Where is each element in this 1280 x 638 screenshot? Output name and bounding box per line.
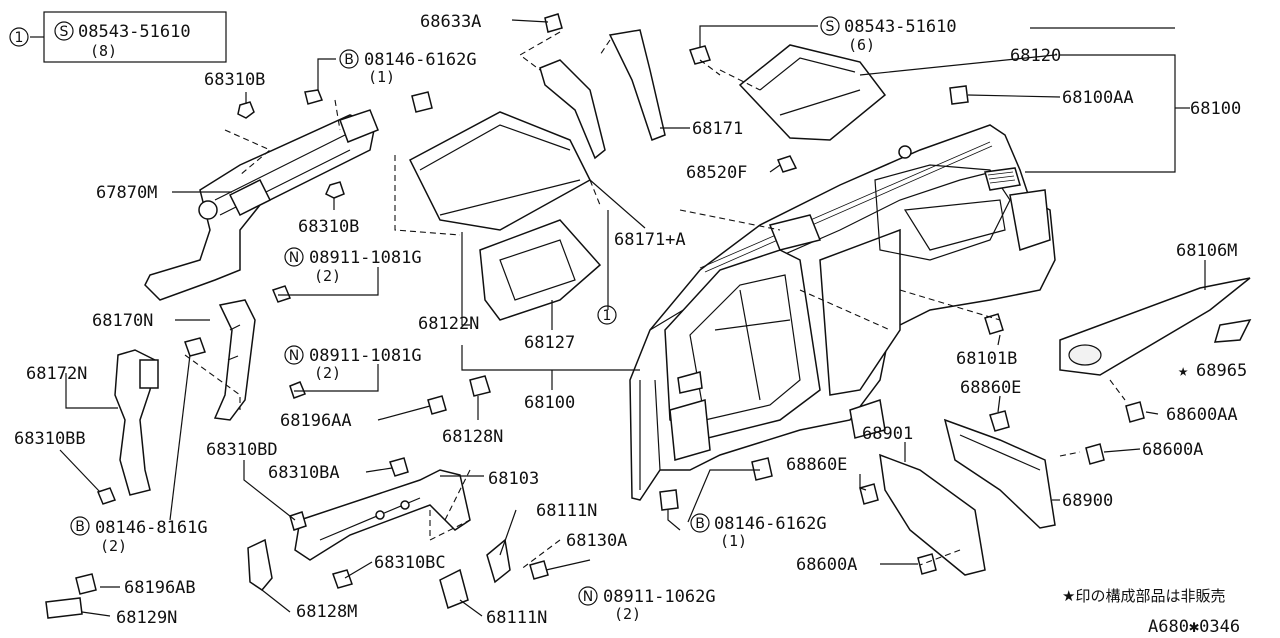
68103-bracket-drawing: [294, 469, 471, 561]
label-08146-6162G-bot: 08146-6162G: [714, 514, 827, 534]
label-68600AA: 68600AA: [1166, 405, 1238, 425]
label-08543-51610-box-qty: (8): [90, 42, 117, 60]
68901-cover-drawing: [879, 453, 986, 576]
label-68600A-bot: 68600A: [796, 555, 857, 575]
label-68196AA: 68196AA: [280, 411, 352, 431]
label-68100AA: 68100AA: [1062, 88, 1134, 108]
68106M-cover-drawing: [1059, 277, 1252, 376]
b-symbol-bottom: B: [695, 516, 705, 532]
s-symbol: S: [60, 24, 69, 40]
label-08543-51610-top-qty: (6): [848, 36, 875, 54]
label-08146-8161G-qty: (2): [100, 537, 127, 555]
label-68310BC: 68310BC: [374, 553, 446, 573]
n-symbol-a: N: [289, 250, 299, 266]
label-08911-1081G-b: 08911-1081G: [309, 346, 422, 366]
label-68965: 68965: [1196, 361, 1247, 381]
label-68103: 68103: [488, 469, 539, 489]
label-68100-center: 68100: [524, 393, 575, 413]
label-68901: 68901: [862, 424, 913, 444]
68122N-frame-drawing: [394, 111, 601, 236]
label-67870M: 67870M: [96, 183, 157, 203]
label-08146-6162G-top-qty: (1): [368, 68, 395, 86]
leader-lines: [30, 19, 1206, 617]
label-68600A-right: 68600A: [1142, 440, 1203, 460]
b-symbol-left: B: [75, 519, 85, 535]
label-68860E-mid: 68860E: [786, 455, 847, 475]
label-68633A: 68633A: [420, 12, 481, 32]
label-68127: 68127: [524, 333, 575, 353]
label-68310B-mid: 68310B: [298, 217, 359, 237]
label-68128N: 68128N: [442, 427, 503, 447]
label-08146-8161G: 08146-8161G: [95, 518, 208, 538]
label-68120: 68120: [1010, 46, 1061, 66]
label-68129N: 68129N: [116, 608, 177, 628]
label-68171A: 68171+A: [614, 230, 686, 250]
label-68171: 68171: [692, 119, 743, 139]
68900-cover-drawing: [943, 418, 1056, 529]
label-68101B: 68101B: [956, 349, 1017, 369]
label-08911-1081G-a: 08911-1081G: [309, 248, 422, 268]
label-08543-51610-box: 08543-51610: [78, 22, 191, 42]
label-68196AB: 68196AB: [124, 578, 196, 598]
68128M-bracket-drawing: [247, 538, 273, 591]
68111N-bracket-drawing: [439, 538, 511, 610]
label-68172N: 68172N: [26, 364, 87, 384]
label-08146-6162G-top: 08146-6162G: [364, 50, 477, 70]
label-68860E-top: 68860E: [960, 378, 1021, 398]
n-symbol-bottom: N: [583, 589, 593, 605]
label-68111N-top: 68111N: [536, 501, 597, 521]
68127-bracket-drawing: [479, 219, 602, 321]
label-68111N-bot: 68111N: [486, 608, 547, 628]
label-68130A: 68130A: [566, 531, 627, 551]
ref-number-circle-center: 1: [603, 308, 612, 324]
label-68170N: 68170N: [92, 311, 153, 331]
star-symbol: ★: [1178, 361, 1188, 381]
label-68900: 68900: [1062, 491, 1113, 511]
label-68128M: 68128M: [296, 602, 357, 622]
label-08911-1081G-b-qty: (2): [314, 364, 341, 382]
label-08911-1062G: 08911-1062G: [603, 587, 716, 607]
68170N-bracket-drawing: [213, 299, 256, 421]
label-68520F: 68520F: [686, 163, 747, 183]
fasteners: [45, 13, 1145, 619]
b-symbol-top: B: [344, 52, 354, 68]
label-68310B-top: 68310B: [204, 70, 265, 90]
label-68122N: 68122N: [418, 314, 479, 334]
label-68310BA: 68310BA: [268, 463, 340, 483]
68171-brace-drawing: [539, 29, 666, 160]
68120-bracket-drawing: [738, 44, 887, 141]
n-symbol-b: N: [289, 348, 299, 364]
instrument-panel-drawing: [629, 124, 1056, 501]
label-68310BD: 68310BD: [206, 440, 278, 460]
assembly-dashed-lines: [184, 31, 1126, 571]
steering-member-drawing: [144, 109, 379, 301]
ref-number-circle: 1: [15, 30, 24, 46]
diagram-code: A680✱0346: [1148, 617, 1240, 637]
label-08543-51610-top: 08543-51610: [844, 17, 957, 37]
s-symbol-top: S: [826, 19, 835, 35]
unsold-parts-note: ★印の構成部品は非販売: [1062, 587, 1225, 605]
label-68106M: 68106M: [1176, 241, 1237, 261]
label-08911-1081G-a-qty: (2): [314, 267, 341, 285]
label-68310BB: 68310BB: [14, 429, 86, 449]
label-68100-right: 68100: [1190, 99, 1241, 119]
label-08146-6162G-bot-qty: (1): [720, 532, 747, 550]
label-08911-1062G-qty: (2): [614, 605, 641, 623]
68172N-bracket-drawing: [114, 349, 159, 496]
